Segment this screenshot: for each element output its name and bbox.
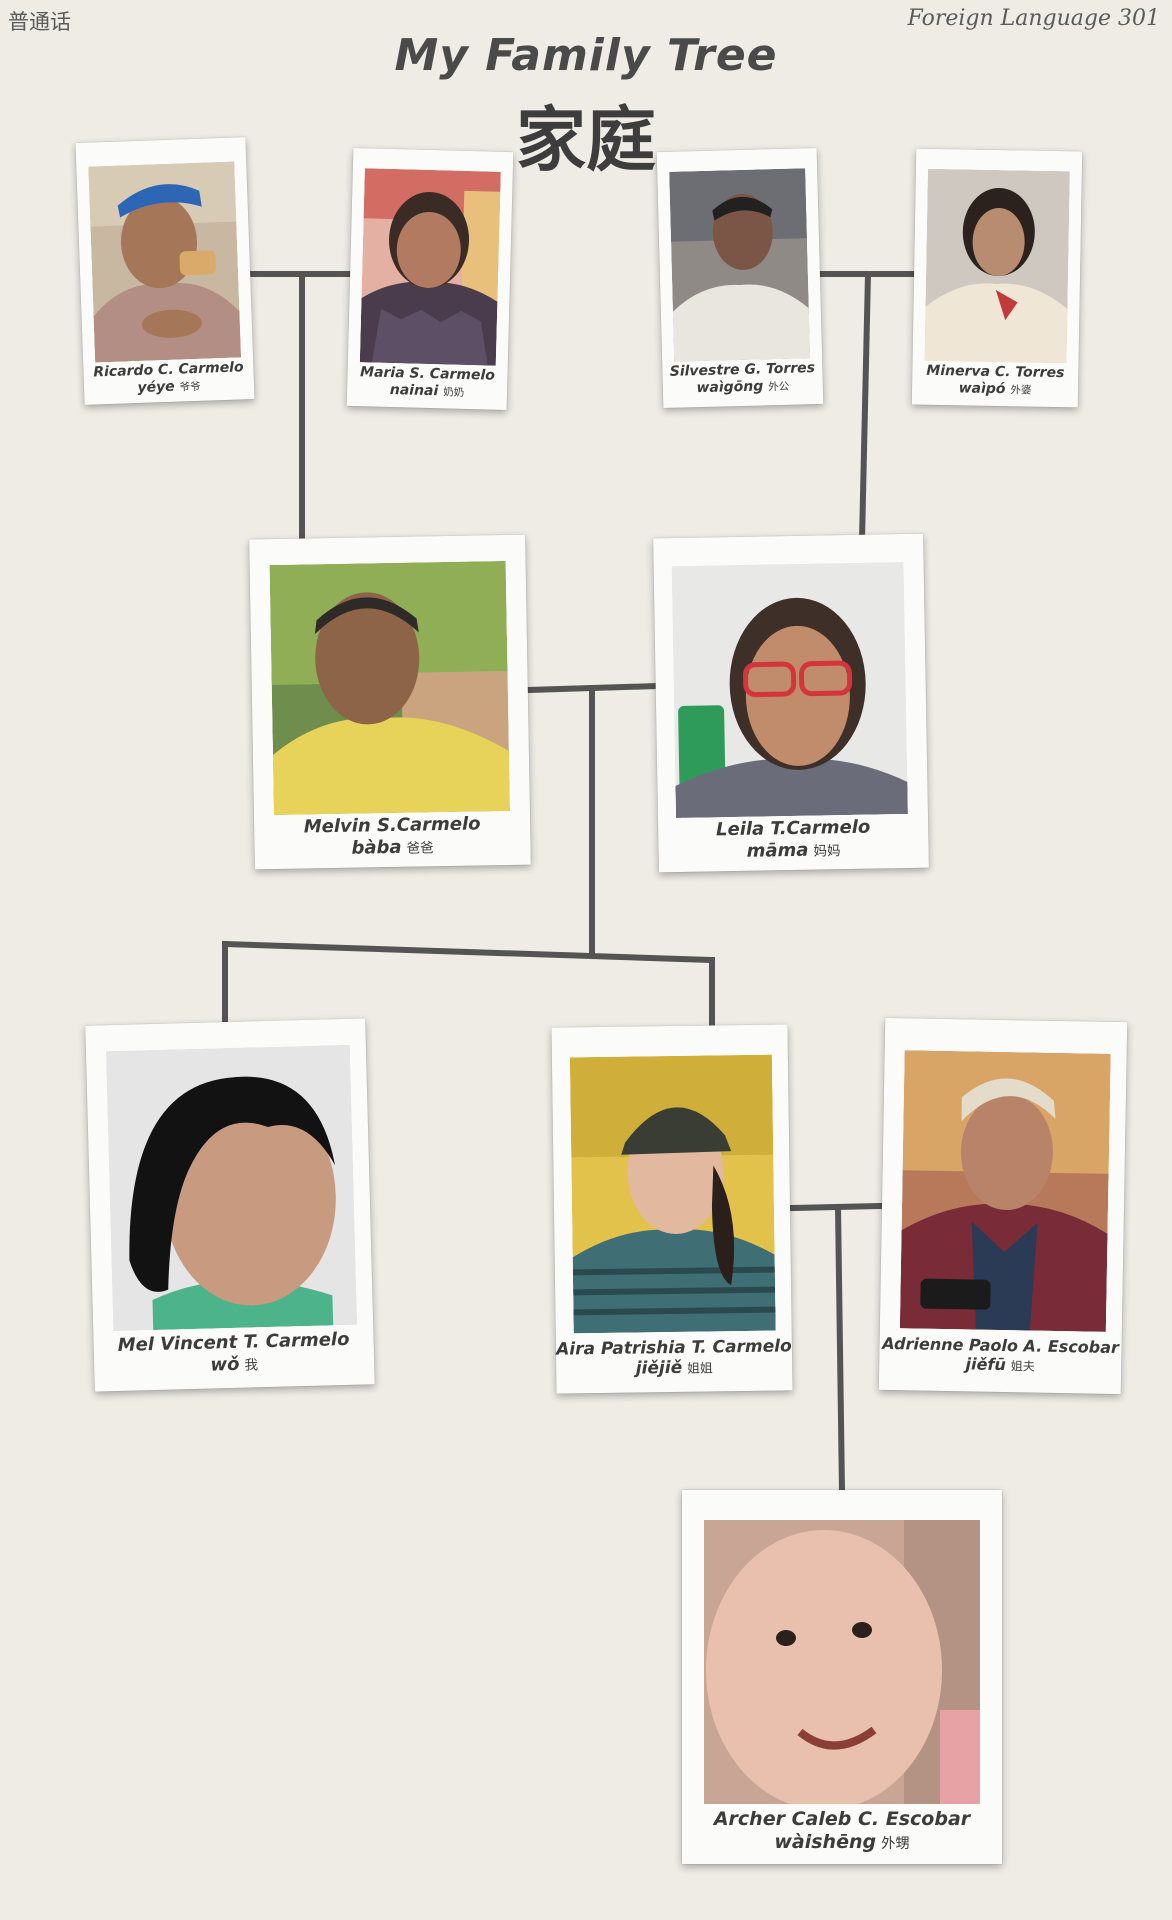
relation-pinyin: wǒ xyxy=(210,1353,240,1376)
relation-hanzi: 外甥 xyxy=(881,1835,910,1852)
relation-hanzi: 奶奶 xyxy=(443,386,465,399)
relation-pinyin: jiěfū xyxy=(965,1354,1006,1375)
page-title: My Family Tree xyxy=(394,30,778,81)
relation-hanzi: 爸爸 xyxy=(406,839,434,857)
portrait-photo xyxy=(359,168,501,366)
page-title-chinese: 家庭 xyxy=(516,98,656,181)
relation-pinyin: bàba xyxy=(351,836,402,859)
relation-pinyin: wàishēng xyxy=(774,1830,877,1853)
portrait-photo xyxy=(899,1050,1111,1332)
relation-pinyin: māma xyxy=(746,839,809,862)
relation-hanzi: 妈妈 xyxy=(813,842,841,860)
connector-to-mother xyxy=(858,270,872,544)
portrait-photo xyxy=(671,562,908,819)
portrait-photo xyxy=(924,168,1070,364)
portrait-photo xyxy=(669,168,811,362)
photo-card-grandma-maternal: Minerva C. Torres waìpó 外婆 xyxy=(911,148,1083,408)
relation-hanzi: 姐夫 xyxy=(1010,1359,1035,1374)
relation-hanzi: 爷爷 xyxy=(179,380,201,394)
portrait-photo xyxy=(105,1044,358,1332)
relation-hanzi: 我 xyxy=(244,1356,259,1374)
member-name: Archer Caleb C. Escobar xyxy=(713,1808,971,1830)
relation-pinyin: yéye xyxy=(137,378,175,396)
portrait-photo xyxy=(569,1054,776,1334)
portrait-photo xyxy=(269,560,510,816)
relation-pinyin: waìpó xyxy=(958,380,1006,397)
relation-pinyin: waìgōng xyxy=(696,378,764,396)
connector-to-nephew xyxy=(834,1203,846,1496)
connector-children-bar xyxy=(221,940,716,964)
relation-hanzi: 姐姐 xyxy=(687,1361,713,1378)
relation-pinyin: nainai xyxy=(389,381,439,400)
relation-hanzi: 外婆 xyxy=(1010,384,1032,397)
member-name: Minerva C. Torres xyxy=(926,362,1065,382)
course-label-chinese: 普通话 xyxy=(8,10,71,34)
course-label: Foreign Language 301 xyxy=(907,6,1160,31)
relation-pinyin: jiějiě xyxy=(635,1358,683,1379)
member-name: Aira Patrishia T. Carmelo xyxy=(556,1336,792,1360)
relation-hanzi: 外公 xyxy=(768,380,790,394)
portrait-photo xyxy=(88,161,242,363)
portrait-photo xyxy=(704,1520,980,1804)
